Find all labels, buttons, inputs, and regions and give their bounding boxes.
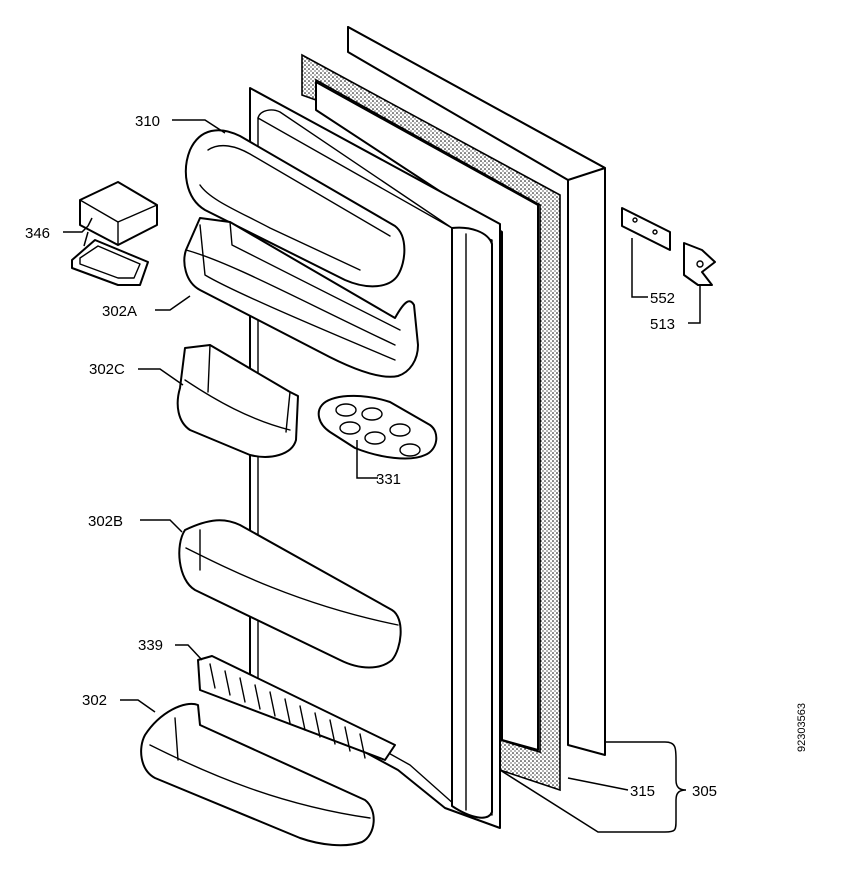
leader-lines: [63, 119, 701, 833]
callout-305: 305: [692, 783, 717, 800]
part-331-egg-tray: [317, 394, 438, 460]
callout-labels: 310 346 302A 302C 331 302B 339 302 552 5…: [25, 113, 808, 800]
callout-310: 310: [135, 113, 160, 130]
part-302-shelf: [140, 702, 375, 847]
outer-door-panel: [347, 26, 606, 756]
callout-513: 513: [650, 316, 675, 333]
part-513-hinge-bracket: [683, 242, 716, 286]
callout-339: 339: [138, 637, 163, 654]
callout-552: 552: [650, 290, 675, 307]
callout-302: 302: [82, 692, 107, 709]
callout-331: 331: [376, 471, 401, 488]
door-gasket: [301, 53, 561, 792]
callout-302a: 302A: [102, 303, 137, 320]
part-346-butter-box: [71, 181, 158, 286]
drawing-number: 92303563: [796, 703, 808, 752]
part-552-hinge-plate: [621, 207, 671, 251]
callout-315: 315: [630, 783, 655, 800]
part-302b-shelf: [178, 519, 402, 669]
callout-302c: 302C: [89, 361, 125, 378]
part-302a-shelf: [183, 217, 419, 378]
part-339-grill: [197, 655, 396, 761]
callout-346: 346: [25, 225, 50, 242]
part-302c-shelf: [176, 344, 299, 458]
callout-302b: 302B: [88, 513, 123, 530]
